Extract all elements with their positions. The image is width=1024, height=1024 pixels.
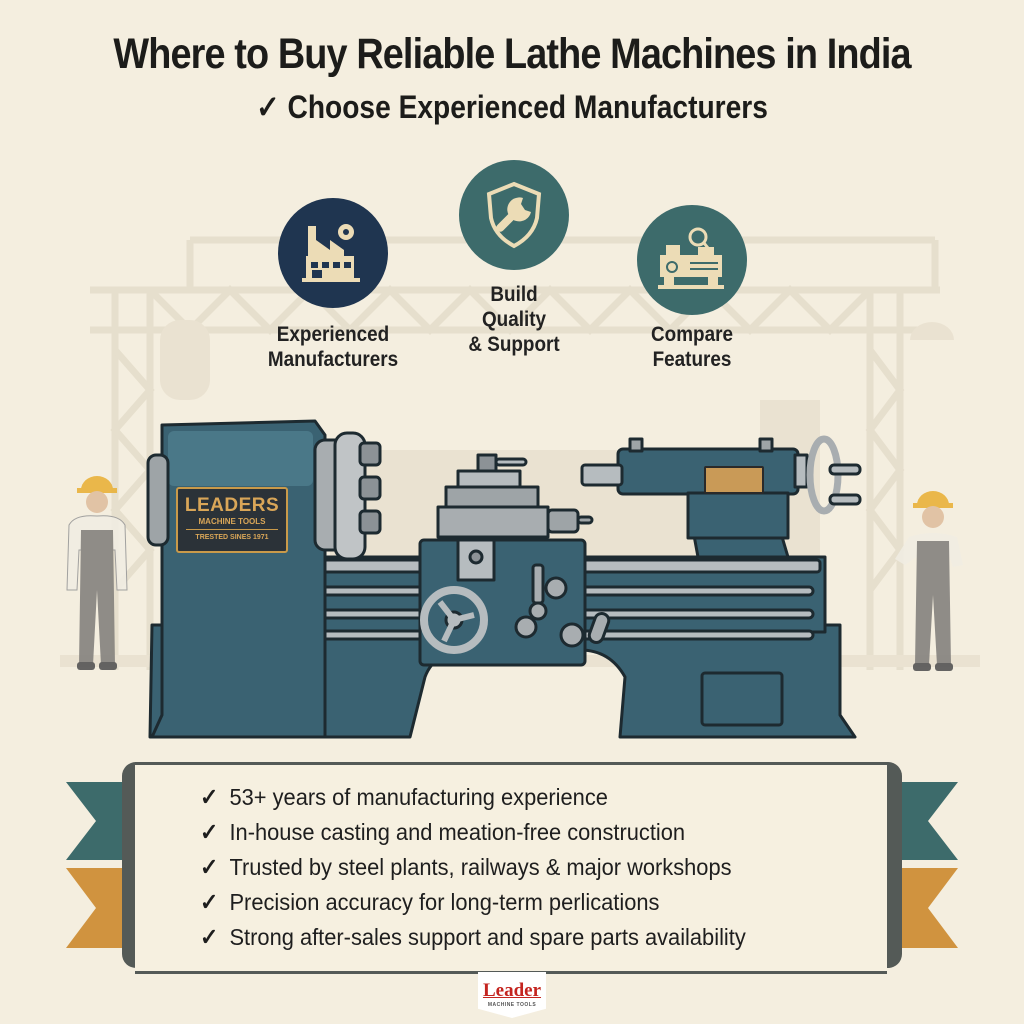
benefit-item: ✓ In-house casting and meation-free const…: [200, 815, 746, 850]
label-line: Manufacturers: [267, 348, 399, 371]
check-icon: ✓: [200, 889, 219, 915]
feature-circle: [278, 198, 388, 308]
benefit-text: Strong after-sales support and spare par…: [229, 924, 746, 950]
benefits-list: ✓ 53+ years of manufacturing experience ✓…: [200, 780, 787, 955]
logo-subtitle: MACHINE TOOLS: [487, 1002, 537, 1008]
check-icon: ✓: [200, 784, 219, 810]
label-line: & Support: [468, 333, 560, 356]
check-icon: ✓: [200, 819, 219, 845]
footer-logo: Leader MACHINE TOOLS: [478, 972, 546, 1018]
feature-label-build-quality: Build Quality & Support: [438, 282, 589, 357]
feature-build-quality: [459, 160, 569, 270]
nameplate: LEADERS MACHINE TOOLS TRESTED SINES 1971: [176, 487, 288, 553]
nameplate-subtitle: MACHINE TOOLS: [186, 517, 278, 530]
benefit-text: 53+ years of manufacturing experience: [229, 784, 608, 810]
page-title: Where to Buy Reliable Lathe Machines in …: [113, 30, 911, 78]
page-subtitle: ✓ Choose Experienced Manufacturers: [256, 89, 768, 125]
benefit-text: Trusted by steel plants, railways & majo…: [229, 854, 732, 880]
benefit-text: Precision accuracy for long-term perlica…: [229, 889, 660, 915]
feature-compare-features: [637, 205, 747, 315]
feature-circle: [637, 205, 747, 315]
benefit-item: ✓ Trusted by steel plants, railways & maj…: [200, 850, 746, 885]
feature-experienced-manufacturers: [278, 198, 388, 308]
benefit-item: ✓ 53+ years of manufacturing experience: [200, 780, 746, 815]
benefit-text: In-house casting and meation-free constr…: [229, 819, 686, 845]
check-icon: ✓: [200, 854, 219, 880]
nameplate-tagline: TRESTED SINES 1971: [195, 534, 269, 541]
worker-right-illustration: [895, 491, 963, 671]
lathe-machine-illustration: [146, 419, 862, 739]
nameplate-brand: LEADERS: [184, 495, 280, 516]
logo-word: Leader: [482, 980, 542, 1001]
lathe-magnifier-icon: [658, 227, 724, 289]
label-line: Quality: [481, 308, 547, 331]
label-line: Build: [490, 283, 538, 306]
feature-circle: [459, 160, 569, 270]
feature-label-compare: Compare Features: [618, 322, 766, 372]
factory-gear-icon: [302, 224, 360, 282]
benefit-item: ✓ Precision accuracy for long-term perlic…: [200, 885, 746, 920]
check-icon: ✓: [200, 924, 219, 950]
feature-label-experienced: Experienced Manufacturers: [249, 322, 416, 372]
benefit-item: ✓ Strong after-sales support and spare pa…: [200, 920, 746, 955]
worker-left-illustration: [66, 476, 128, 670]
label-line: Experienced: [276, 323, 390, 346]
label-line: Features: [652, 348, 732, 371]
shield-wrench-icon: [486, 181, 542, 249]
label-line: Compare: [651, 323, 733, 346]
tailstock-brass-plate: [704, 466, 764, 494]
